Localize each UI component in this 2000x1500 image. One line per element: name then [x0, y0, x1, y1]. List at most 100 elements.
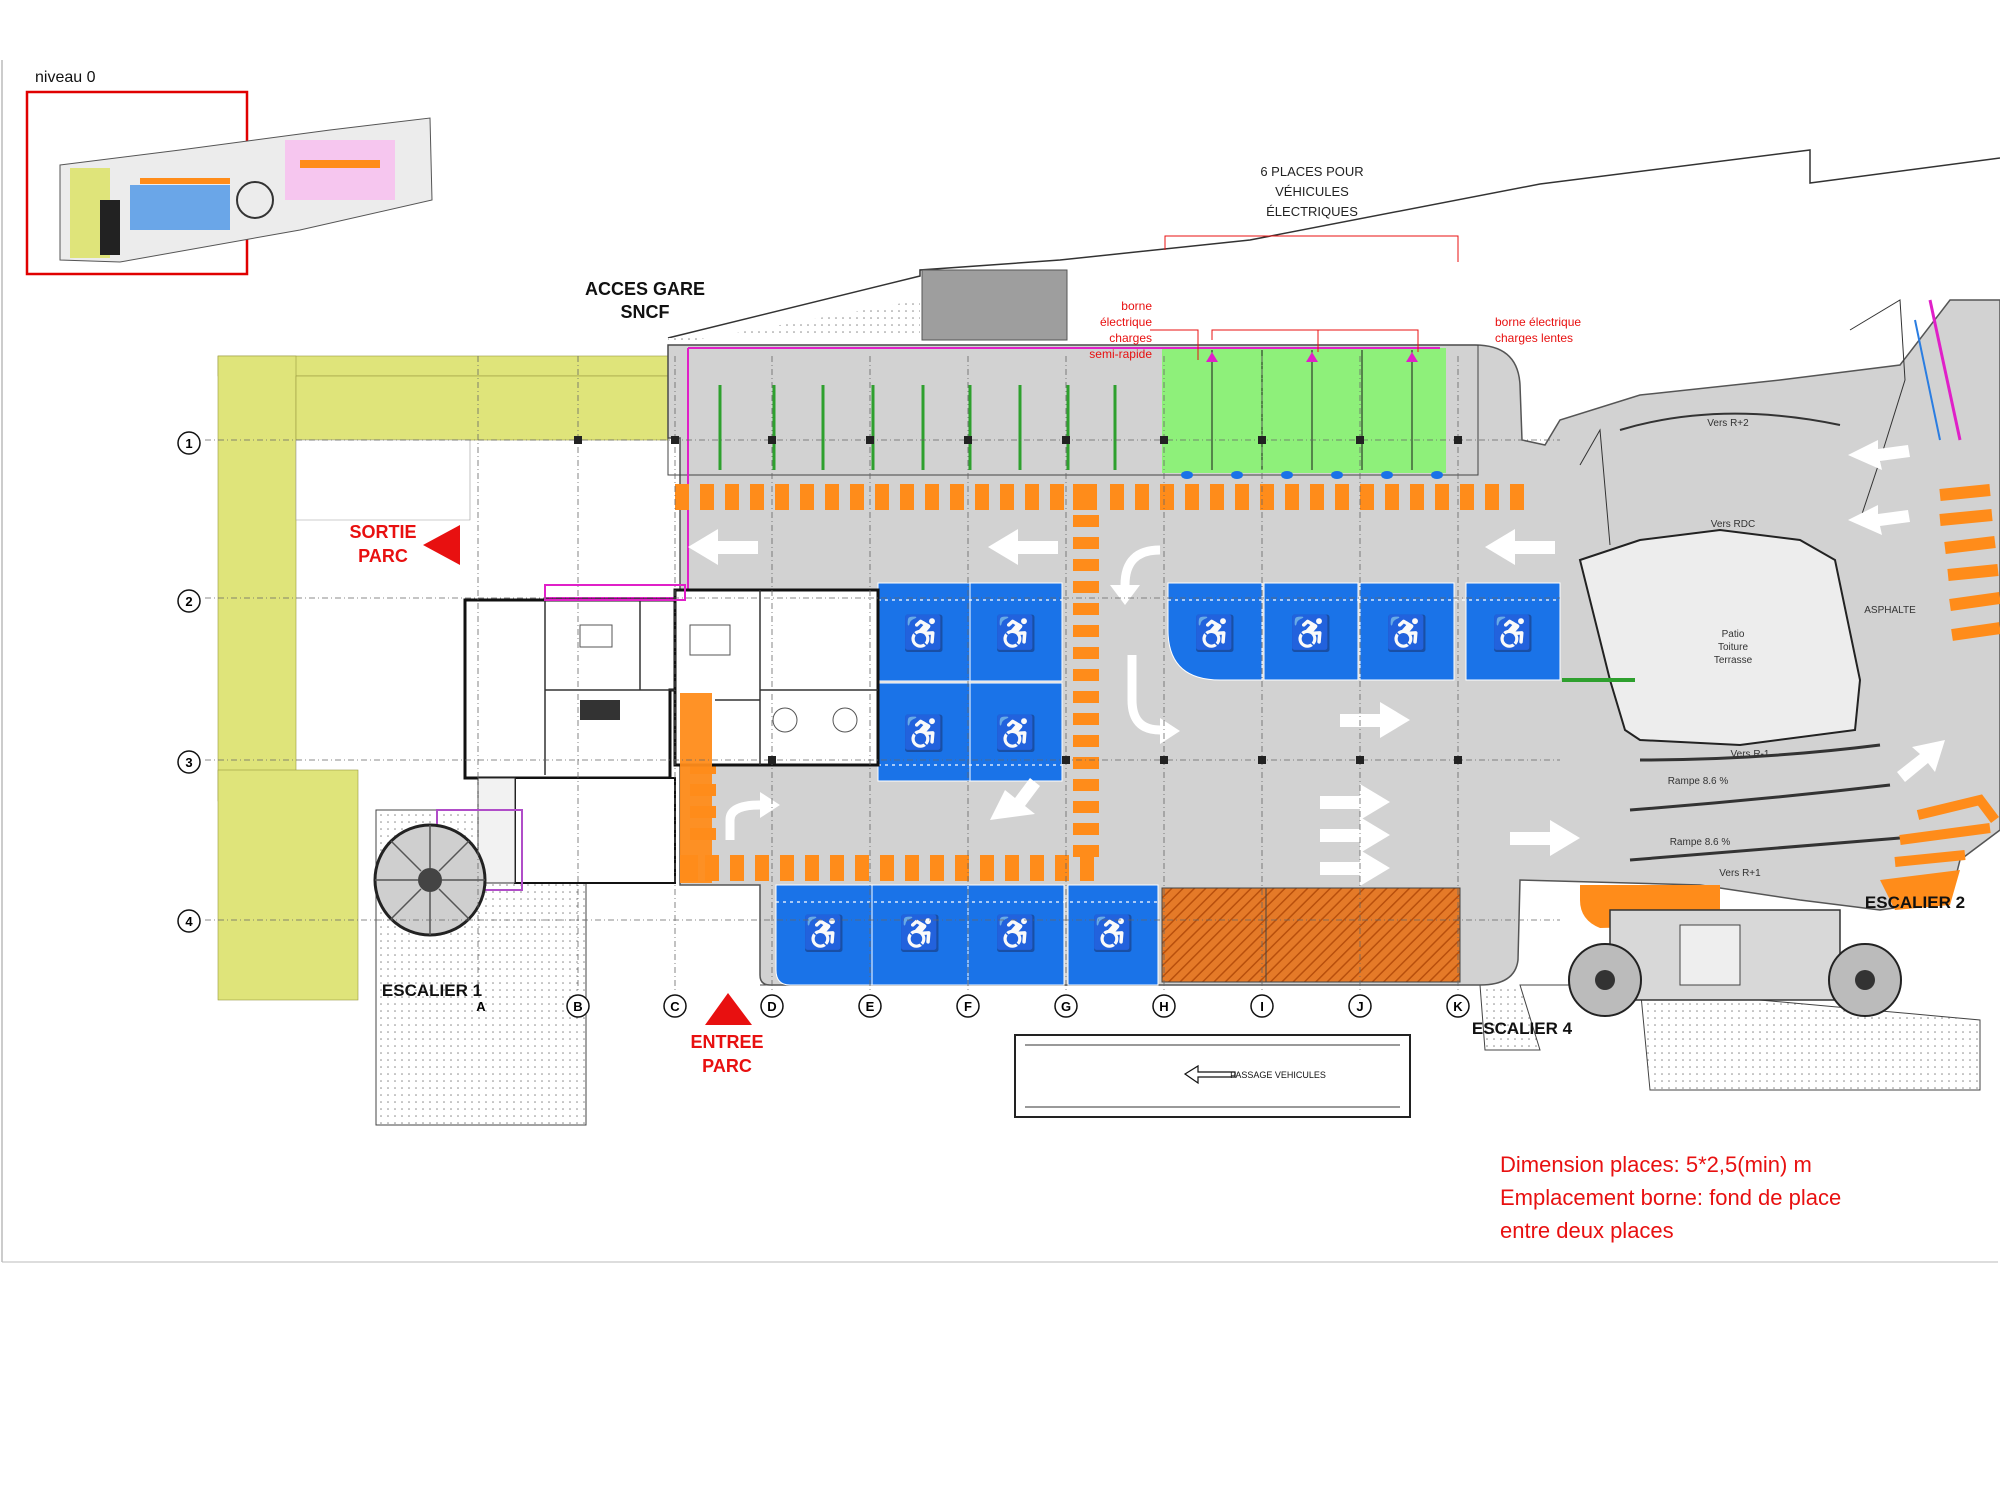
- passage-vehicules-box: [1014, 1034, 1411, 1118]
- svg-text:♿: ♿: [1290, 614, 1332, 653]
- svg-text:Vers RDC: Vers RDC: [1711, 519, 1755, 530]
- grid-col-label: K: [1453, 999, 1463, 1014]
- ramp-labels: Vers R+2 Vers RDC Vers R-1 Rampe 8.6 % R…: [1668, 418, 1916, 879]
- turn-arrow-heads: [760, 585, 1180, 818]
- grid-row-bubbles: 1 2 3 4: [177, 431, 201, 933]
- turn-arrow-icon: [1127, 655, 1161, 735]
- grid-col-label: I: [1260, 999, 1264, 1014]
- accessible-place-markings: [776, 599, 1560, 903]
- acces-gare-label: ACCES GARE SNCF: [585, 279, 705, 322]
- sortie-parc-label: SORTIE PARC: [349, 522, 416, 566]
- escalier-2-landing-right: [1880, 870, 1960, 910]
- arrow-right-icon: [1320, 817, 1390, 853]
- entry-walkway: [680, 693, 712, 883]
- level-label: niveau 0: [35, 69, 96, 86]
- crosswalk-vertical-center: [1073, 515, 1099, 857]
- svg-text:Vers R-1: Vers R-1: [1731, 749, 1770, 760]
- svg-text:♿: ♿: [995, 714, 1037, 753]
- arrow-left-icon: [988, 529, 1058, 565]
- svg-text:Terrasse: Terrasse: [1714, 655, 1753, 666]
- grid-row-label: 4: [185, 914, 193, 929]
- svg-text:borne: borne: [1121, 299, 1152, 313]
- grid-col-label: A: [476, 999, 486, 1014]
- grid-row-label: 2: [185, 594, 192, 609]
- svg-text:♿: ♿: [1492, 614, 1534, 653]
- svg-text:♿: ♿: [1194, 614, 1236, 653]
- borne-markers: [1206, 352, 1418, 362]
- arrow-left-icon: [1848, 440, 1910, 470]
- svg-text:Rampe 8.6 %: Rampe 8.6 %: [1670, 837, 1731, 848]
- escalier-1-stair: [373, 823, 487, 937]
- svg-text:PARC: PARC: [358, 546, 408, 566]
- arrow-left-icon: [1183, 1064, 1236, 1085]
- turn-arrow-icon: [725, 800, 761, 840]
- svg-text:♿: ♿: [995, 614, 1037, 653]
- arrow-right-icon: [1320, 850, 1390, 886]
- svg-text:SORTIE: SORTIE: [349, 522, 416, 542]
- svg-text:ACCES GARE: ACCES GARE: [585, 279, 705, 299]
- arrow-left-icon: [1485, 529, 1555, 565]
- accessible-places: [775, 582, 1561, 986]
- building-outline-top: [667, 149, 2000, 339]
- stall-dividers: [718, 385, 1117, 470]
- svg-text:SNCF: SNCF: [621, 302, 670, 322]
- svg-text:ÉLECTRIQUES: ÉLECTRIQUES: [1266, 204, 1358, 219]
- svg-text:charges: charges: [1109, 331, 1152, 345]
- svg-text:Vers R+1: Vers R+1: [1719, 868, 1761, 879]
- svg-text:Toiture: Toiture: [1718, 642, 1748, 653]
- arrow-left-icon: [688, 529, 758, 565]
- svg-text:♿: ♿: [903, 714, 945, 753]
- svg-text:PARC: PARC: [702, 1056, 752, 1076]
- svg-text:électrique: électrique: [1100, 315, 1152, 329]
- grid-bubble-1: [177, 431, 201, 455]
- arrow-right-icon: [1320, 784, 1390, 820]
- arrow-diagonal-icon: [1897, 740, 1945, 782]
- turn-arrows: [725, 545, 1161, 840]
- svg-text:♿: ♿: [903, 614, 945, 653]
- arrow-left-icon: [1848, 505, 1910, 535]
- borne-semi-rapide-label: borne électrique charges semi-rapide: [1089, 299, 1152, 361]
- ev-charger-icons: [1181, 471, 1443, 479]
- grid-bubble-3: [177, 750, 201, 774]
- dimension-note: Dimension places: 5*2,5(min) m Emplaceme…: [1500, 1152, 1841, 1243]
- office-block: [463, 584, 880, 780]
- svg-text:♿: ♿: [995, 914, 1037, 953]
- ev-places-label: 6 PLACES POUR VÉHICULES ÉLECTRIQUES: [1260, 164, 1363, 219]
- svg-text:♿: ♿: [1386, 614, 1428, 653]
- passage-vehicules-label: PASSAGE VEHICULES: [1230, 1070, 1326, 1080]
- svg-text:charges lentes: charges lentes: [1495, 331, 1573, 345]
- svg-text:semi-rapide: semi-rapide: [1089, 347, 1152, 361]
- arrow-diagonal-icon: [990, 778, 1040, 820]
- svg-text:Rampe 8.6 %: Rampe 8.6 %: [1668, 776, 1729, 787]
- svg-text:Vers R+2: Vers R+2: [1707, 418, 1749, 429]
- escalier-4-label: ESCALIER 4: [1472, 1019, 1573, 1038]
- ev-parking-zone: [1162, 348, 1446, 473]
- direction-arrows: [540, 440, 1945, 886]
- escalier-1-label: ESCALIER 1: [382, 981, 482, 1000]
- gare-access-block: [921, 269, 1068, 341]
- borne-lente-label: borne électrique charges lentes: [1495, 315, 1581, 345]
- yellow-zone: [217, 355, 669, 1001]
- arrow-right-icon: [1340, 702, 1410, 738]
- grid-col-label: G: [1061, 999, 1071, 1014]
- top-parking-row: [667, 344, 1479, 476]
- svg-text:♿: ♿: [899, 914, 941, 953]
- grid-col-label: D: [767, 999, 776, 1014]
- svg-text:ENTREE: ENTREE: [690, 1032, 763, 1052]
- ramp-structure: [1578, 299, 1962, 862]
- arrow-left-icon: [540, 497, 610, 533]
- crosswalk-top: [675, 484, 1524, 510]
- svg-text:Dimension places: 5*2,5(min) m: Dimension places: 5*2,5(min) m: [1500, 1152, 1812, 1177]
- grid-col-label: C: [670, 999, 680, 1014]
- grid-row-label: 3: [185, 755, 192, 770]
- hatched-zone: [1161, 887, 1461, 983]
- grid-row-label: 1: [185, 436, 192, 451]
- svg-text:6 PLACES POUR: 6 PLACES POUR: [1260, 164, 1363, 179]
- grid-col-label: F: [964, 999, 972, 1014]
- arrow-left-icon: [540, 547, 610, 583]
- ramp-crossing-stripes-top: [1939, 484, 2000, 641]
- grid-col-label: B: [573, 999, 582, 1014]
- accessible-symbols: ♿♿ ♿♿ ♿♿ ♿♿ ♿♿ ♿♿: [803, 614, 1534, 953]
